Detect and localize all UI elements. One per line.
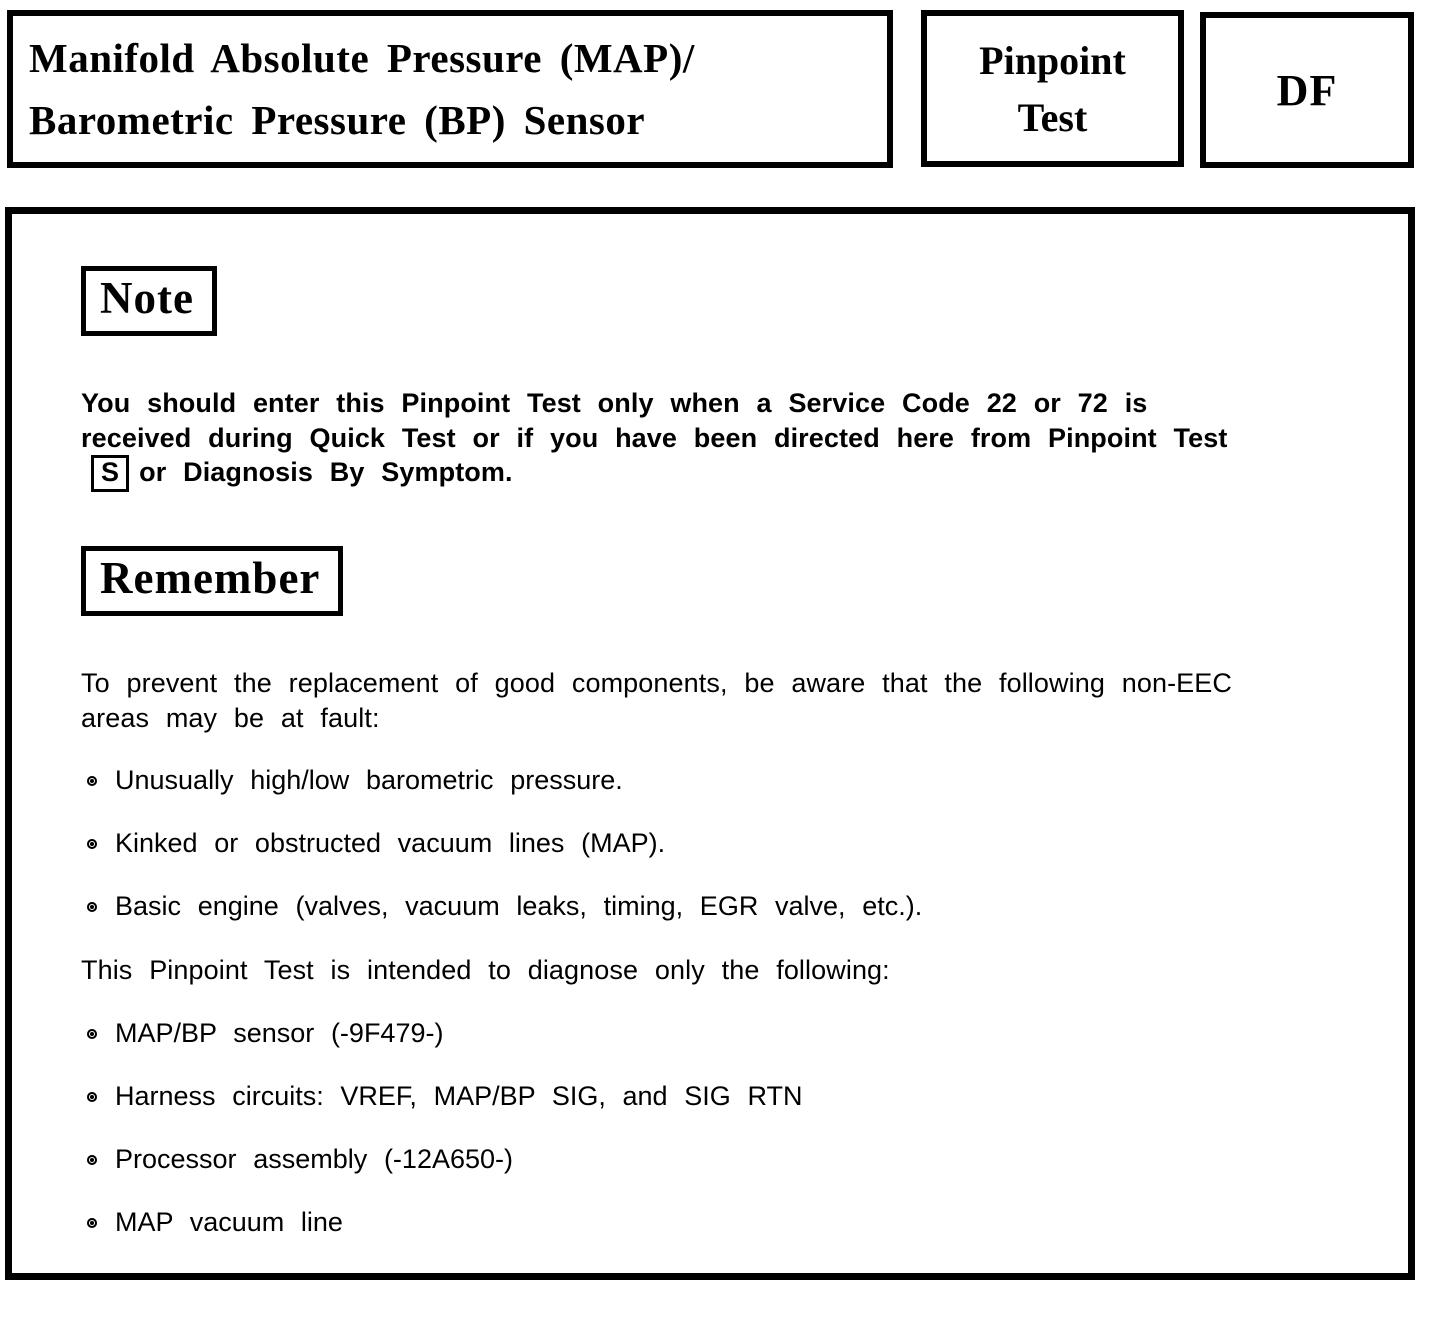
non-eec-fault-list: Unusually high/low barometric pressure. …: [81, 763, 1348, 924]
bullet-icon: [87, 902, 97, 912]
diagnose-scope-list: MAP/BP sensor (-9F479-) Harness circuits…: [81, 1016, 1348, 1240]
list-item-text: Harness circuits: VREF, MAP/BP SIG, and …: [115, 1080, 803, 1111]
note-text-before: You should enter this Pinpoint Test only…: [81, 388, 1228, 453]
list-item-text: MAP vacuum line: [115, 1206, 343, 1237]
list-item: Basic engine (valves, vacuum leaks, timi…: [81, 889, 1348, 924]
remember-intro: To prevent the replacement of good compo…: [81, 668, 1232, 733]
list-item-text: MAP/BP sensor (-9F479-): [115, 1017, 444, 1048]
remember-label-box: Remember: [81, 546, 344, 616]
bullet-icon: [87, 1217, 97, 1228]
pinpoint-test-box: Pinpoint Test: [921, 10, 1184, 167]
list-item: Kinked or obstructed vacuum lines (MAP).: [81, 826, 1348, 861]
list-item-text: Processor assembly (-12A650-): [115, 1143, 513, 1174]
pinpoint-label: Pinpoint: [979, 37, 1126, 83]
remember-label: Remember: [100, 553, 321, 603]
list-item: Processor assembly (-12A650-): [81, 1142, 1348, 1177]
bullet-icon: [87, 839, 97, 849]
note-label: Note: [100, 273, 194, 323]
test-code-box: DF: [1200, 12, 1414, 168]
note-paragraph: You should enter this Pinpoint Test only…: [81, 386, 1266, 492]
content-box: Note You should enter this Pinpoint Test…: [5, 207, 1415, 1280]
note-text-after: or Diagnosis By Symptom.: [139, 457, 513, 487]
list-item: Harness circuits: VREF, MAP/BP SIG, and …: [81, 1079, 1348, 1114]
component-title-box: Manifold Absolute Pressure (MAP)/ Barome…: [7, 10, 893, 168]
page-title-line2: Barometric Pressure (BP) Sensor: [29, 97, 646, 143]
pinpoint-label-line2: Test: [1017, 94, 1088, 140]
list-item: Unusually high/low barometric pressure.: [81, 763, 1348, 798]
diagnose-intro: This Pinpoint Test is intended to diagno…: [81, 955, 890, 985]
bullet-icon: [87, 776, 97, 786]
bullet-icon: [87, 1154, 97, 1165]
pinpoint-test-s-reference: S: [91, 455, 130, 492]
list-item-text: Kinked or obstructed vacuum lines (MAP).: [115, 828, 666, 858]
list-item: MAP/BP sensor (-9F479-): [81, 1016, 1348, 1051]
page-title: Manifold Absolute Pressure (MAP)/: [29, 35, 695, 81]
test-code: DF: [1276, 65, 1338, 115]
list-item-text: Basic engine (valves, vacuum leaks, timi…: [115, 891, 923, 921]
bullet-icon: [87, 1028, 97, 1039]
bullet-icon: [87, 1091, 97, 1102]
note-label-box: Note: [81, 266, 217, 336]
list-item: MAP vacuum line: [81, 1205, 1348, 1240]
list-item-text: Unusually high/low barometric pressure.: [115, 765, 623, 795]
